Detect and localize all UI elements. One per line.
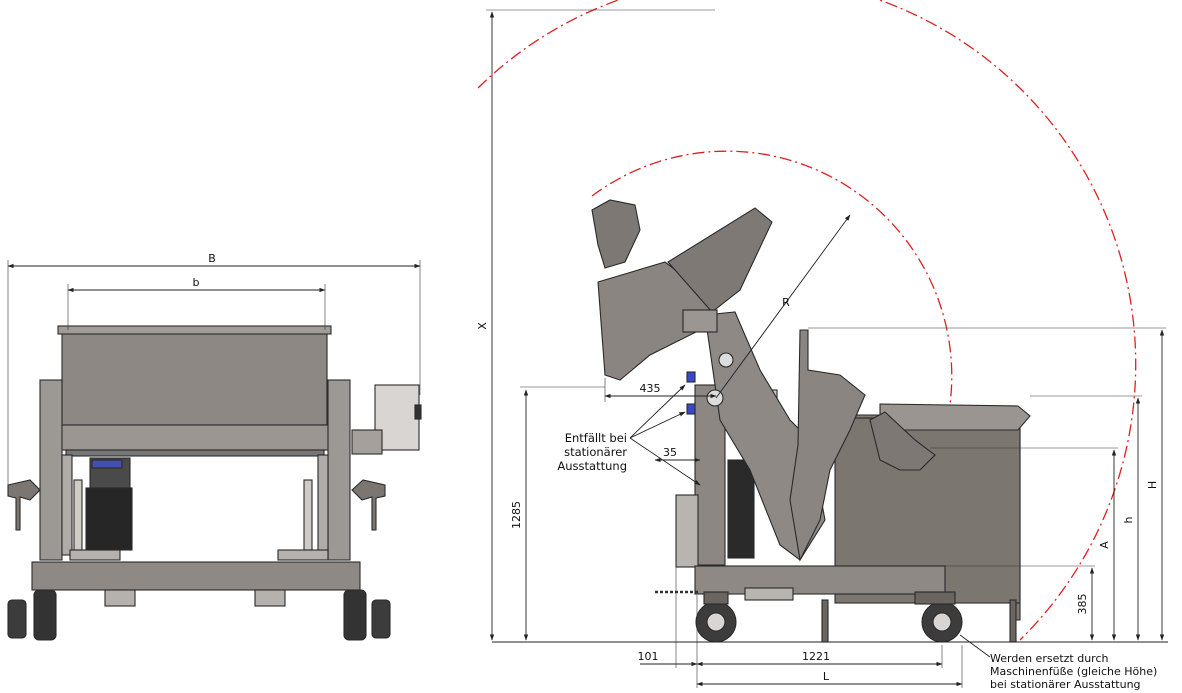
front-hopper-lip [57,325,332,335]
front-control-bracket [351,429,383,455]
front-view [7,325,422,641]
side-lifter [591,199,963,643]
dim-b-label: b [193,276,200,289]
front-foot-tab-left [104,589,136,607]
side-wheel-front-hub [706,612,726,632]
tilted-arm-plate [667,207,773,313]
lifter-pedestal [675,494,699,568]
dim-35-label: 35 [663,446,677,459]
front-castor-right [343,589,367,641]
front-base-plate-right [277,549,329,561]
dim-101-label: 101 [638,650,659,663]
tilted-holder-block [682,309,718,333]
bin-leg-right [1009,599,1017,643]
outer-radius-arc [477,0,1137,641]
front-hopper-lower [59,424,331,451]
note-stationary-line3: Ausstattung [557,459,627,473]
front-left-pillar [39,379,63,561]
tilted-handle-top [591,199,641,269]
lifter-arm-joint [718,352,734,368]
front-foot-tab-right [254,589,286,607]
note-stationary-line2: stationärer [564,445,627,459]
front-right-pillar [327,379,351,561]
lifter-accent-1 [686,371,696,383]
side-wheel-bracket-rear [914,591,956,605]
note-feet-line2: Maschinenfüße (gleiche Höhe) [990,665,1157,678]
side-base-frame [694,565,946,595]
upright-bin-holder [789,329,866,562]
front-hopper-bottom [65,449,325,457]
front-control-knob [414,404,422,420]
dim-H-label: H [1146,481,1159,489]
dim-h-label: h [1122,516,1135,523]
dim-R-label: R [782,296,790,309]
note-machine-feet: Werden ersetzt durch Maschinenfüße (glei… [990,652,1157,691]
lifter-accent-2 [686,403,696,415]
note-feet-line1: Werden ersetzt durch [990,652,1109,665]
side-bin [821,403,1031,643]
front-cylinder-right [303,479,313,551]
side-wheel-rear-hub [932,612,952,632]
front-handle-left [7,479,41,531]
dim-435-label: 435 [640,382,661,395]
side-dimensions [486,9,1166,688]
note-stationary-line1: Entfällt bei [565,431,627,445]
front-dimensions [7,260,421,490]
dim-1221-label: 1221 [802,650,830,663]
front-left-inner [61,454,73,556]
front-castor-right-outer [371,599,391,639]
front-right-inner [317,454,329,556]
tipping-radius-arcs [477,0,1137,641]
dim-385-label: 385 [1076,594,1089,615]
front-hopper-panel [61,329,328,426]
front-motor-ring [91,459,123,469]
dim-L-label: L [823,670,830,683]
lifter-motor [727,459,755,559]
front-base-frame [31,561,361,591]
front-base-plate-left [69,549,121,561]
upright-handle [869,411,936,471]
note-feet-line3: bei stationärer Ausstattung [990,678,1141,691]
dim-X-label: X [476,322,489,330]
front-motor [85,487,133,551]
note-stationary: Entfällt bei stationärer Ausstattung [557,431,627,473]
dim-1285-label: 1285 [510,501,523,529]
dim-B-label: B [208,252,216,265]
bin-rim [879,403,1031,431]
front-castor-left [33,589,57,641]
front-cylinder-left [73,479,83,551]
dim-A-label: A [1098,541,1111,549]
side-wheel-bracket-front [703,591,729,605]
front-handle-right [351,479,386,531]
bin-leg-left [821,599,829,643]
side-base-bar [744,587,794,601]
front-castor-left-outer [7,599,27,639]
